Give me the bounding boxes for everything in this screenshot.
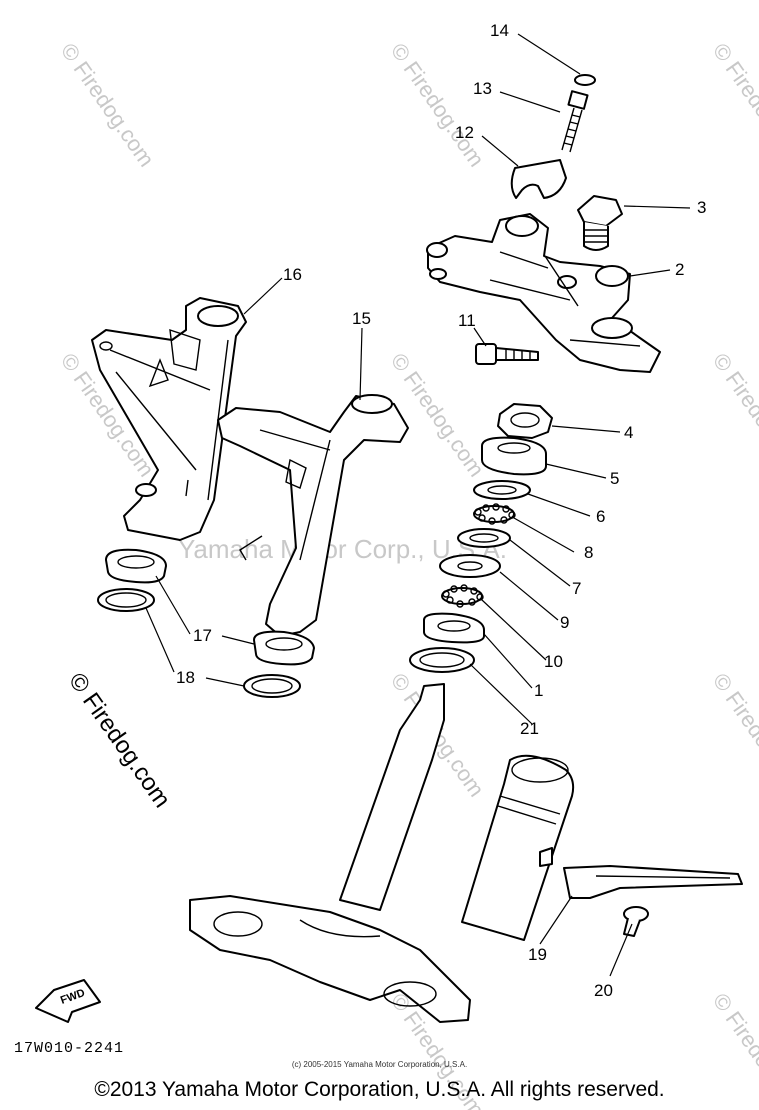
watermark-firedog: © Firedog.com bbox=[386, 39, 489, 172]
callout-15: 15 bbox=[352, 309, 371, 328]
part-12-holder-cap bbox=[510, 159, 567, 199]
callout-9: 9 bbox=[560, 613, 569, 632]
callout-6: 6 bbox=[596, 507, 605, 526]
watermark-firedog: © Firedog.com bbox=[56, 39, 159, 172]
callout-10: 10 bbox=[544, 652, 563, 671]
callout-16: 16 bbox=[283, 265, 302, 284]
part-13-bolt bbox=[561, 90, 589, 153]
part-15-right-stay bbox=[217, 394, 409, 637]
watermark-firedog: © Firedog.com bbox=[708, 669, 759, 802]
watermark-firedog: © Firedog.com bbox=[708, 39, 759, 172]
callout-17: 17 bbox=[193, 626, 212, 645]
part-7-bearing-race bbox=[457, 528, 511, 548]
callout-7: 7 bbox=[572, 579, 581, 598]
callout-21: 21 bbox=[520, 719, 539, 738]
watermark-firedog-large: © Firedog.com bbox=[63, 668, 176, 813]
part-2-upper-bracket bbox=[426, 213, 661, 373]
fwd-arrow-icon: FWD bbox=[35, 979, 101, 1023]
callout-19: 19 bbox=[528, 945, 547, 964]
part-17-ring-lower bbox=[253, 630, 315, 666]
callout-14: 14 bbox=[490, 21, 509, 40]
callout-4: 4 bbox=[624, 423, 633, 442]
part-21-seal bbox=[409, 647, 475, 673]
part-6-bearing-race bbox=[473, 480, 531, 500]
part-9-bearing-race bbox=[439, 554, 501, 578]
part-3-stem-bolt bbox=[577, 195, 623, 251]
part-18-ring-lower bbox=[243, 674, 301, 698]
part-16-left-stay bbox=[91, 297, 247, 541]
callout-11: 11 bbox=[458, 311, 476, 330]
callout-18: 18 bbox=[176, 668, 195, 687]
small-copyright: (c) 2005-2015 Yamaha Motor Corporation, … bbox=[291, 1060, 468, 1069]
callout-1: 1 bbox=[534, 681, 543, 700]
part-19-fork-tube bbox=[461, 754, 575, 941]
footer-copyright: ©2013 Yamaha Motor Corporation, U.S.A. A… bbox=[94, 1078, 665, 1101]
callout-12: 12 bbox=[455, 123, 474, 142]
diagram-code: 17W010-2241 bbox=[14, 1040, 125, 1057]
part-5-dust-seal bbox=[481, 436, 547, 476]
callout-3: 3 bbox=[697, 198, 706, 217]
part-8-ball-bearing bbox=[473, 503, 516, 525]
lower-bracket-steering-stem bbox=[189, 683, 471, 1023]
part-4-ring-nut bbox=[497, 403, 553, 439]
callout-2: 2 bbox=[675, 260, 684, 279]
watermark-firedog: © Firedog.com bbox=[708, 349, 759, 482]
part-19-bracket bbox=[539, 847, 743, 899]
part-18-ring-upper bbox=[97, 588, 155, 612]
callout-13: 13 bbox=[473, 79, 492, 98]
callout-labels: 14 13 12 3 2 16 15 11 4 5 6 8 7 9 10 17 … bbox=[176, 21, 706, 1000]
callout-8: 8 bbox=[584, 543, 593, 562]
part-17-ring-upper bbox=[105, 548, 167, 584]
part-1-bearing-race bbox=[423, 612, 485, 644]
part-11-pinch-bolt bbox=[475, 343, 539, 365]
callout-5: 5 bbox=[610, 469, 619, 488]
part-14-washer bbox=[574, 74, 596, 86]
leader-lines bbox=[145, 33, 691, 977]
part-20-screw bbox=[623, 906, 649, 937]
callout-20: 20 bbox=[594, 981, 613, 1000]
part-10-ball-bearing bbox=[441, 584, 484, 608]
